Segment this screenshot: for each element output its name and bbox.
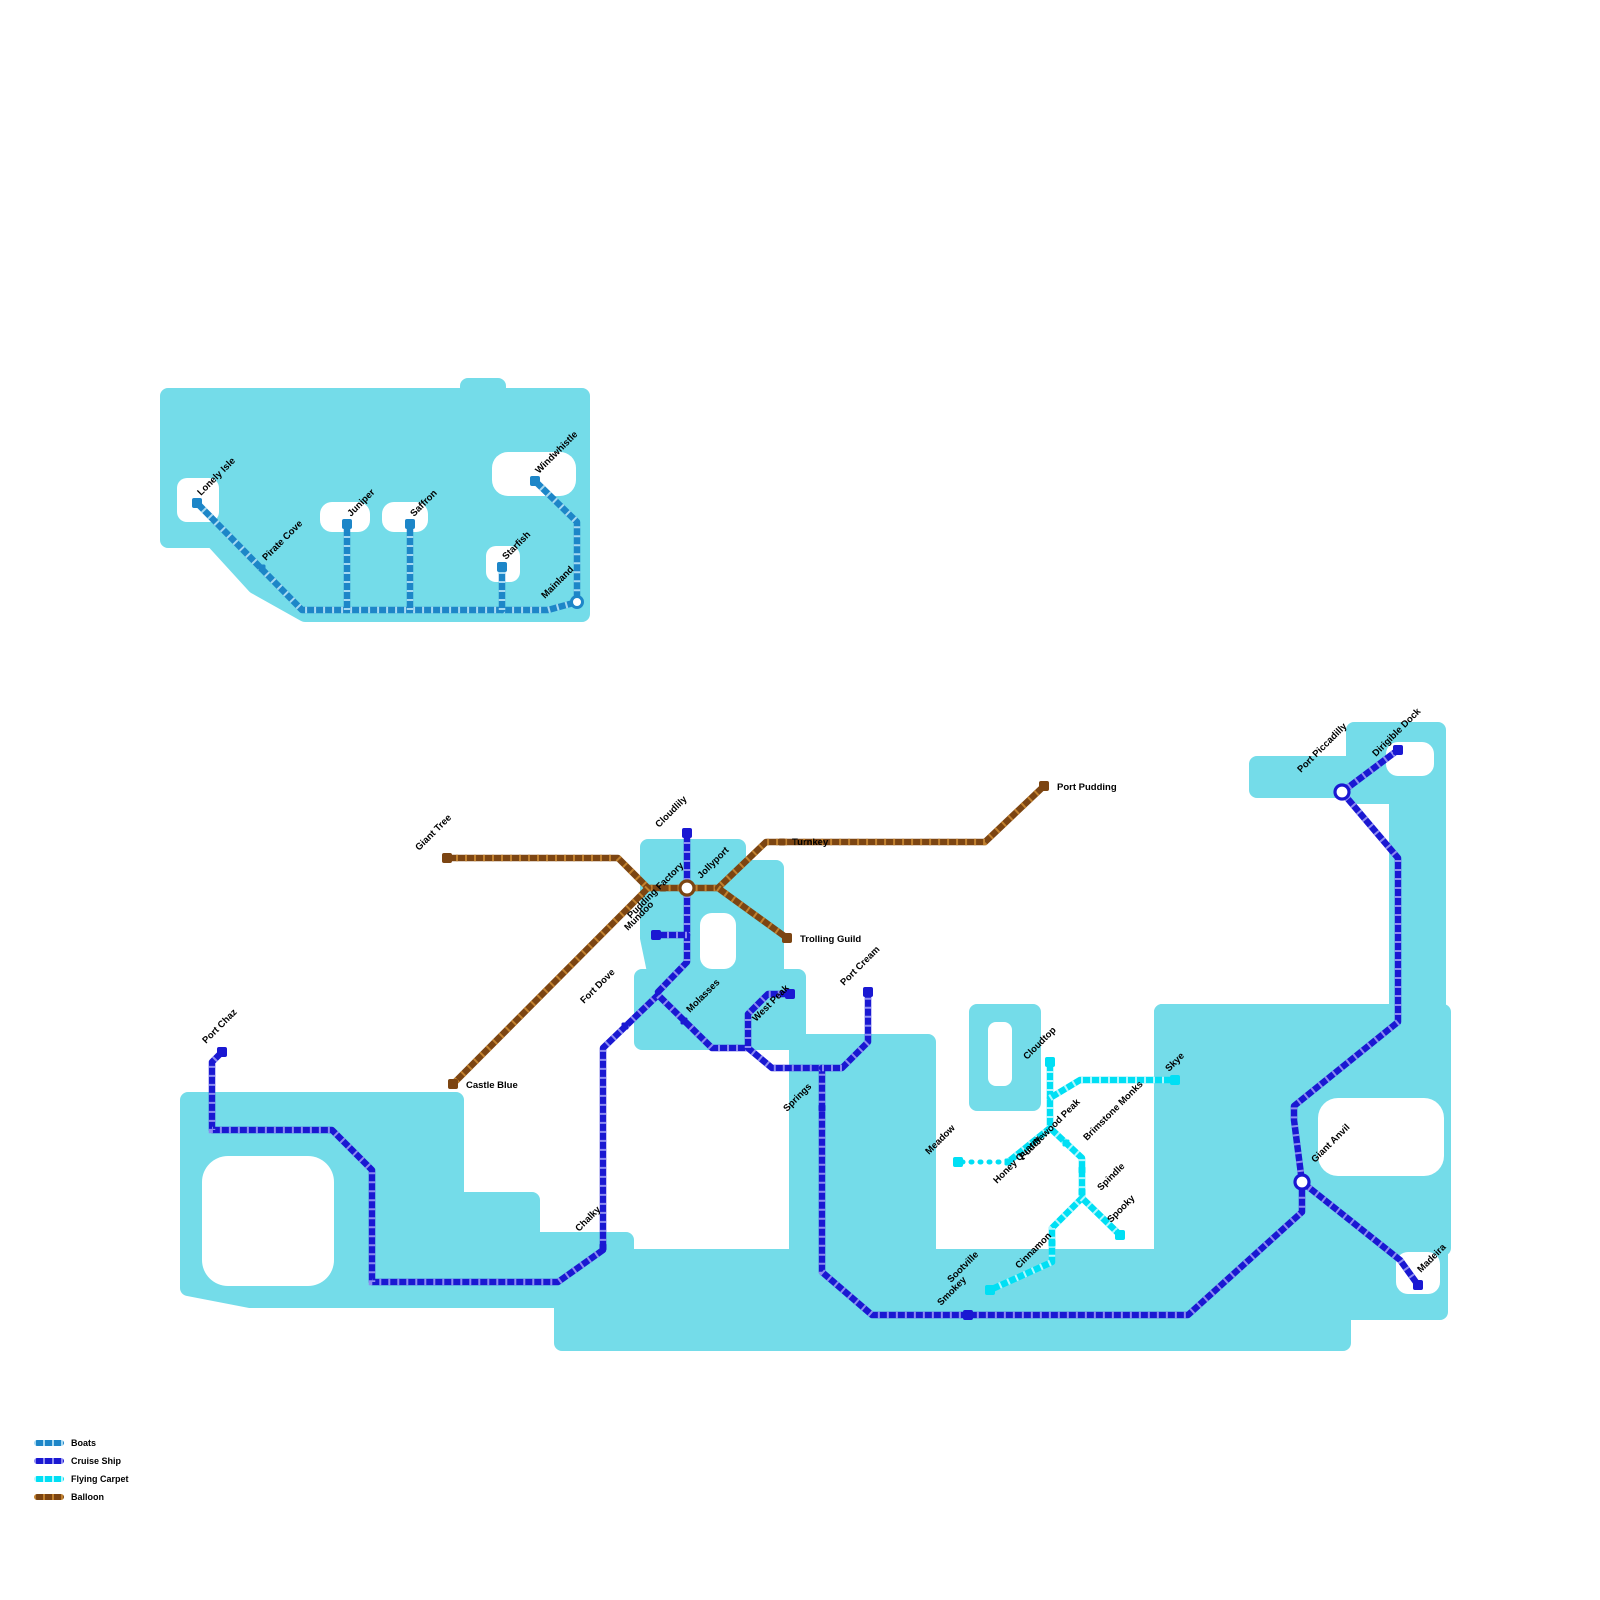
legend-item-boats: Boats <box>34 1434 129 1452</box>
station-label-chalky: Chalky <box>573 1204 603 1234</box>
boats-line-swatch <box>34 1440 64 1446</box>
balloon-line-swatch <box>34 1494 64 1500</box>
station-marker-turnkey <box>778 838 786 846</box>
station-marker-pirate-cove <box>258 564 266 572</box>
station-label-turnkey: Turnkey <box>792 837 829 848</box>
station-marker-meadow <box>953 1157 963 1167</box>
lake-jollyport-lake <box>700 913 736 969</box>
station-marker-honey-quarry <box>1004 1158 1012 1166</box>
map-legend: Boats Cruise Ship Flying Carpet Balloon <box>34 1434 129 1506</box>
station-marker-starfish <box>497 562 507 572</box>
station-label-brimstone-monks: Brimstone Monks <box>1081 1079 1145 1143</box>
station-marker-skye <box>1170 1075 1180 1085</box>
legend-label-cruise-ship: Cruise Ship <box>71 1455 122 1466</box>
lake-quarry-lake <box>988 1022 1012 1086</box>
station-marker-pudding-factory <box>659 884 667 892</box>
legend-label-flying-carpet: Flying Carpet <box>71 1473 129 1484</box>
station-marker-sootville <box>985 1285 995 1295</box>
station-label-port-pudding: Port Pudding <box>1057 782 1117 793</box>
station-marker-juniper <box>342 519 352 529</box>
station-marker-saffron <box>405 519 415 529</box>
landmass-piccadilly-arm <box>1249 756 1408 798</box>
cruise-ship-line-swatch <box>34 1458 64 1464</box>
station-label-port-cream: Port Cream <box>838 944 882 988</box>
legend-label-balloon: Balloon <box>71 1491 104 1502</box>
station-marker-trolling-guild <box>782 933 792 943</box>
station-marker-castle-blue <box>448 1079 458 1089</box>
lake-east-coast-lake <box>1318 1098 1444 1176</box>
station-label-cloudlily: Cloudlily <box>653 793 690 830</box>
station-label-spindle: Spindle <box>1095 1161 1127 1193</box>
station-marker-port-chaz <box>217 1047 227 1057</box>
interchange-marker-jollyport <box>678 879 696 897</box>
balloon-castle-blue-branch-ticks <box>452 885 651 1085</box>
station-marker-west-peak <box>785 989 795 999</box>
carpet-spooky-spur <box>1078 1194 1124 1239</box>
cruise-madeira-branch-ticks <box>1299 1179 1421 1287</box>
station-marker-cinnamon <box>1048 1239 1056 1247</box>
cruise-port-cream-spur-ticks <box>822 992 872 1072</box>
landmass-south-band <box>554 1249 1236 1351</box>
station-marker-port-pudding <box>1039 781 1049 791</box>
boats-windwhistle-branch-ticks <box>532 478 581 600</box>
station-marker-spooky <box>1115 1230 1125 1240</box>
station-marker-fort-dove <box>621 1022 629 1030</box>
station-label-port-chaz: Port Chaz <box>200 1007 239 1046</box>
lake-windwhistle-clearing <box>492 452 576 496</box>
landmass-northwest-island <box>160 378 590 622</box>
legend-item-flying-carpet: Flying Carpet <box>34 1470 129 1488</box>
station-marker-windwhistle <box>530 476 540 486</box>
station-marker-springs <box>818 1104 826 1112</box>
carpet-south-line-ticks <box>988 1125 1086 1293</box>
cruise-cloudlily-line <box>654 829 691 996</box>
landmass-springs-plain <box>789 1034 936 1266</box>
landmass-upper-plain <box>634 969 806 1050</box>
balloon-main-ticks <box>447 783 1047 892</box>
station-marker-smokey <box>963 1310 973 1320</box>
boats-main <box>193 499 581 614</box>
flying-carpet-line-swatch <box>34 1476 64 1482</box>
lake-saffron-clearing <box>382 502 428 532</box>
station-marker-molasses <box>680 1017 688 1025</box>
cruise-trunk <box>208 746 1402 1319</box>
station-marker-chalky <box>599 1243 607 1251</box>
lake-madeira-lake <box>1396 1252 1440 1294</box>
station-marker-port-cream <box>863 987 873 997</box>
station-marker-mundoo <box>651 930 661 940</box>
station-marker-dirigible-dock <box>1393 745 1403 755</box>
station-label-spooky: Spooky <box>1105 1193 1138 1226</box>
balloon-trolling-guild-branch <box>714 884 791 942</box>
station-marker-giant-tree <box>442 853 452 863</box>
station-label-castle-blue: Castle Blue <box>466 1080 518 1091</box>
station-marker-brimstone-monks <box>1078 1166 1086 1174</box>
station-label-giant-tree: Giant Tree <box>413 812 454 853</box>
legend-item-cruise-ship: Cruise Ship <box>34 1452 129 1470</box>
station-label-trolling-guild: Trolling Guild <box>800 934 861 945</box>
station-marker-cloudlily <box>682 828 692 838</box>
legend-item-balloon: Balloon <box>34 1488 129 1506</box>
lake-juniper-clearing <box>320 502 370 532</box>
station-marker-cloudtop <box>1045 1057 1055 1067</box>
station-marker-lonely-isle <box>192 498 202 508</box>
station-label-fort-dove: Fort Dove <box>578 967 617 1006</box>
station-marker-mainland <box>570 595 584 609</box>
interchange-marker-port-piccadilly <box>1333 783 1351 801</box>
carpet-skye-branch <box>1046 1076 1179 1102</box>
station-marker-spindle <box>1078 1188 1086 1196</box>
station-marker-madeira <box>1413 1280 1423 1290</box>
interchange-marker-giant-anvil <box>1293 1173 1311 1191</box>
station-marker-puddlewood-peak <box>1062 1139 1070 1147</box>
cruise-west-peak-spur-ticks <box>744 990 790 1048</box>
legend-label-boats: Boats <box>71 1437 97 1448</box>
lake-west-lake <box>202 1156 334 1286</box>
